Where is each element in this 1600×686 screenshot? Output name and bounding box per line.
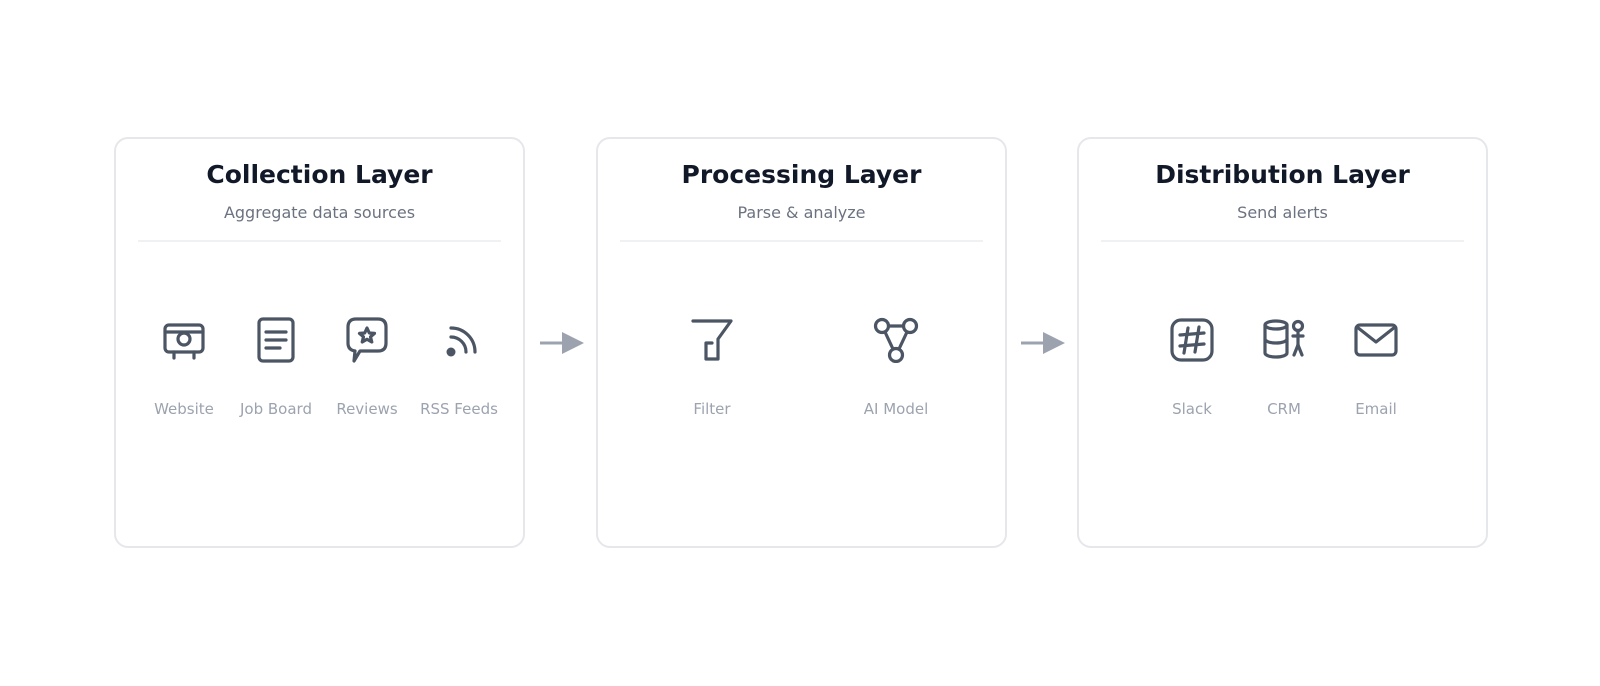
source-item-job-board: Job Board [221,317,331,418]
item-label: AI Model [863,400,929,418]
source-item-reviews: Reviews [312,317,422,418]
item-label: Reviews [336,400,398,418]
processing-layer-card: Processing Layer Parse & analyze Filter … [596,137,1007,548]
website-icon [163,323,205,360]
item-label: Slack [1172,400,1212,418]
distribution-layer-card: Distribution Layer Send alerts Slack [1077,137,1488,548]
card-title: Distribution Layer [1155,160,1410,189]
card-divider [138,240,501,242]
reviews-icon [346,317,388,363]
rss-icon [446,326,477,357]
card-title: Collection Layer [206,160,433,189]
crm-icon [1263,319,1305,359]
card-subtitle: Send alerts [1237,203,1328,222]
email-icon [1354,323,1398,357]
ai-model-icon [873,317,919,363]
item-label: RSS Feeds [420,400,498,418]
card-title: Processing Layer [681,160,922,189]
card-subtitle: Aggregate data sources [223,203,416,222]
output-item-crm: CRM [1229,317,1339,418]
job-board-icon [257,317,295,363]
process-item-filter: Filter [657,317,767,418]
source-item-rss-feeds: RSS Feeds [404,317,514,418]
item-label: Filter [693,400,731,418]
card-divider [1101,240,1464,242]
collection-layer-card: Collection Layer Aggregate data sources … [114,137,525,548]
flow-arrow [1021,332,1065,354]
process-item-ai-model: AI Model [841,317,951,418]
item-label: CRM [1267,400,1301,418]
filter-icon [691,319,733,361]
card-divider [620,240,983,242]
item-label: Website [154,400,214,418]
output-item-email: Email [1321,317,1431,418]
slack-icon [1170,318,1214,362]
output-item-slack: Slack [1137,317,1247,418]
item-label: Job Board [240,400,312,418]
card-subtitle: Parse & analyze [737,203,866,222]
source-item-website: Website [129,317,239,418]
item-label: Email [1355,400,1397,418]
flow-arrow [540,332,584,354]
